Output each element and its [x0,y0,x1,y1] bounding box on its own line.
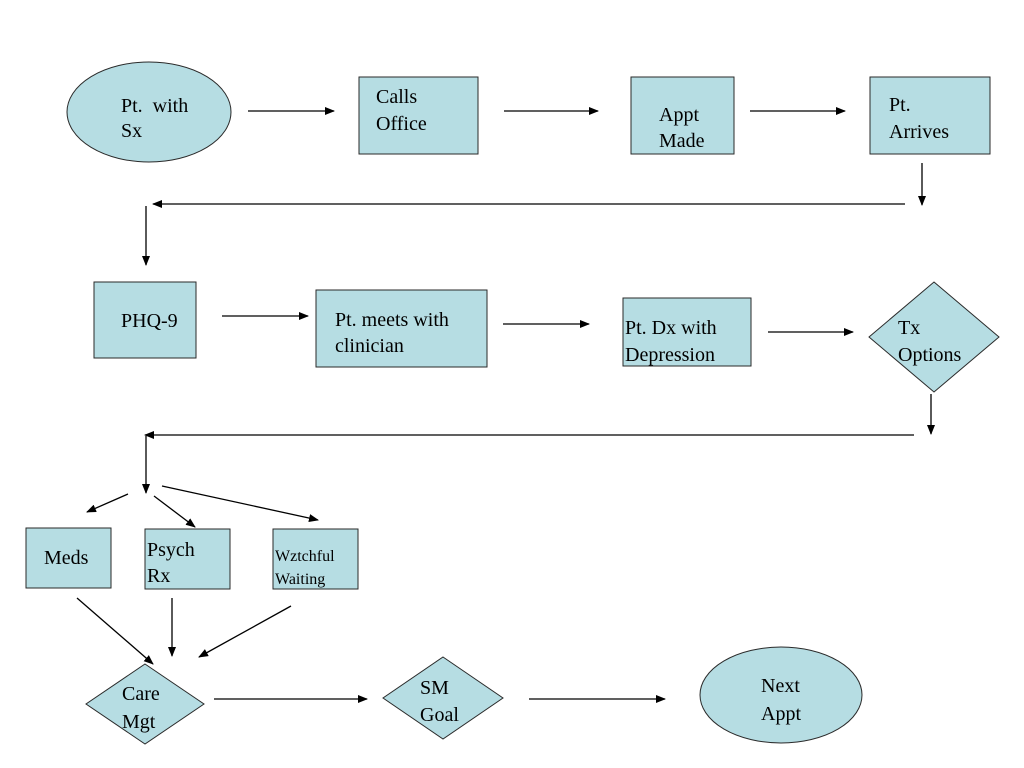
node-calls-office-line2: Office [376,113,427,135]
node-calls-office: Calls Office [358,76,479,155]
arrow-meds-to-care [76,597,154,665]
node-phq9: PHQ-9 [93,281,197,359]
node-care-mgt: Care Mgt [85,663,205,745]
node-sm-goal-line2: Goal [420,704,459,726]
node-watchful-waiting-line1: Wztchful [275,548,335,565]
node-pt-dx-depression-line2: Depression [625,344,715,366]
node-pt-arrives-line2: Arrives [889,121,949,143]
node-psych-rx-line2: Rx [147,565,170,587]
node-appt-made-line1: Appt [659,104,699,126]
node-appt-made: Appt Made [630,76,735,155]
node-pt-dx-depression: Pt. Dx with Depression [622,297,752,367]
node-watchful-waiting: Wztchful Waiting [272,528,359,590]
node-sm-goal: SM Goal [382,656,504,740]
node-appt-made-line2: Made [659,130,705,152]
node-pt-arrives-line1: Pt. [889,94,911,116]
node-sm-goal-line1: SM [420,677,449,699]
node-pt-arrives: Pt. Arrives [869,76,991,155]
node-watchful-waiting-line2: Waiting [275,571,325,588]
node-tx-options-line1: Tx [898,317,920,339]
node-next-appt: Next Appt [699,646,863,744]
node-meds-line1: Meds [44,547,89,569]
node-meds: Meds [25,527,112,589]
node-next-appt-line2: Appt [761,703,801,725]
node-psych-rx: Psych Rx [144,528,231,590]
arrow-waiting-to-care [198,605,292,658]
node-care-mgt-line2: Mgt [122,711,156,733]
node-care-mgt-line1: Care [122,683,160,705]
node-phq9-line1: PHQ-9 [121,310,178,332]
arrow-branch-to-waiting [161,485,319,522]
node-pt-with-sx-line2: Sx [121,120,142,142]
node-pt-dx-depression-line1: Pt. Dx with [625,317,717,339]
node-calls-office-line1: Calls [376,86,417,108]
node-tx-options-line2: Options [898,344,962,366]
node-psych-rx-line1: Psych [147,539,195,561]
node-pt-with-sx-line1: Pt. with [121,95,188,117]
node-next-appt-line1: Next [761,675,800,697]
arrow-branch-to-meds [86,493,129,513]
node-tx-options: Tx Options [868,281,1000,393]
node-pt-with-sx: Pt. with Sx [66,61,232,163]
arrow-branch-to-psych [153,495,196,528]
node-pt-meets-clinician-line2: clinician [335,335,404,357]
node-pt-meets-clinician-line1: Pt. meets with [335,309,449,331]
node-pt-meets-clinician: Pt. meets with clinician [315,289,488,368]
